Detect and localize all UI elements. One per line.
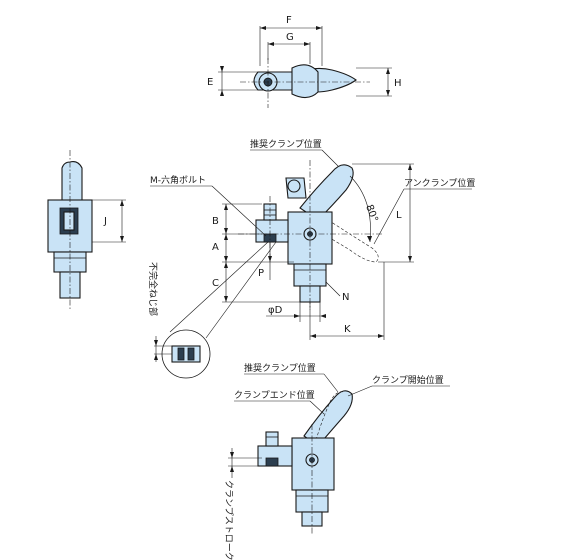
dim-C-label: C xyxy=(212,278,219,289)
side-view-handle xyxy=(61,161,83,201)
callout-recommended-clamp-bottom: 推奨クランプ位置 xyxy=(244,362,316,374)
dim-K-label: K xyxy=(344,324,351,335)
dim-phiD-label: φD xyxy=(268,305,283,316)
top-view: F G E H xyxy=(207,15,402,108)
dim-B-label: B xyxy=(212,216,219,227)
callout-unclamp-position: アンクランプ位置 xyxy=(404,177,475,189)
callout-recommended-clamp-top: 推奨クランプ位置 xyxy=(250,138,322,150)
callout-incomplete-thread: 不完全ねじ部 xyxy=(147,262,159,316)
callout-clamp-start: クランプ開始位置 xyxy=(372,374,444,386)
dim-G-label: G xyxy=(286,32,294,43)
front-view-handle xyxy=(299,164,354,221)
dim-N-label: N xyxy=(342,292,349,303)
side-view: J xyxy=(47,150,126,310)
dim-E-label: E xyxy=(207,77,213,88)
top-view-bracket xyxy=(291,64,319,99)
dim-H-label: H xyxy=(394,78,402,89)
callout-clamp-stroke: クランプストローク xyxy=(223,480,234,560)
dim-A-label: A xyxy=(212,242,219,253)
callout-clamp-end: クランプエンド位置 xyxy=(234,389,315,401)
front-view: B A C P φD N K L 80° 推 xyxy=(150,138,475,340)
stroke-view: クランプストローク 推奨クランプ位置 クランプ開始位置 クランプエンド位置 xyxy=(223,362,450,560)
dim-L-label: L xyxy=(396,210,402,221)
dim-J-label: J xyxy=(103,216,107,227)
callout-hex-bolt: M-六角ボルト xyxy=(150,174,206,186)
dim-P-label: P xyxy=(258,268,264,279)
dim-F-label: F xyxy=(286,15,292,26)
angle-label: 80° xyxy=(363,203,379,223)
thread-detail: 不完全ねじ部 xyxy=(147,241,277,379)
